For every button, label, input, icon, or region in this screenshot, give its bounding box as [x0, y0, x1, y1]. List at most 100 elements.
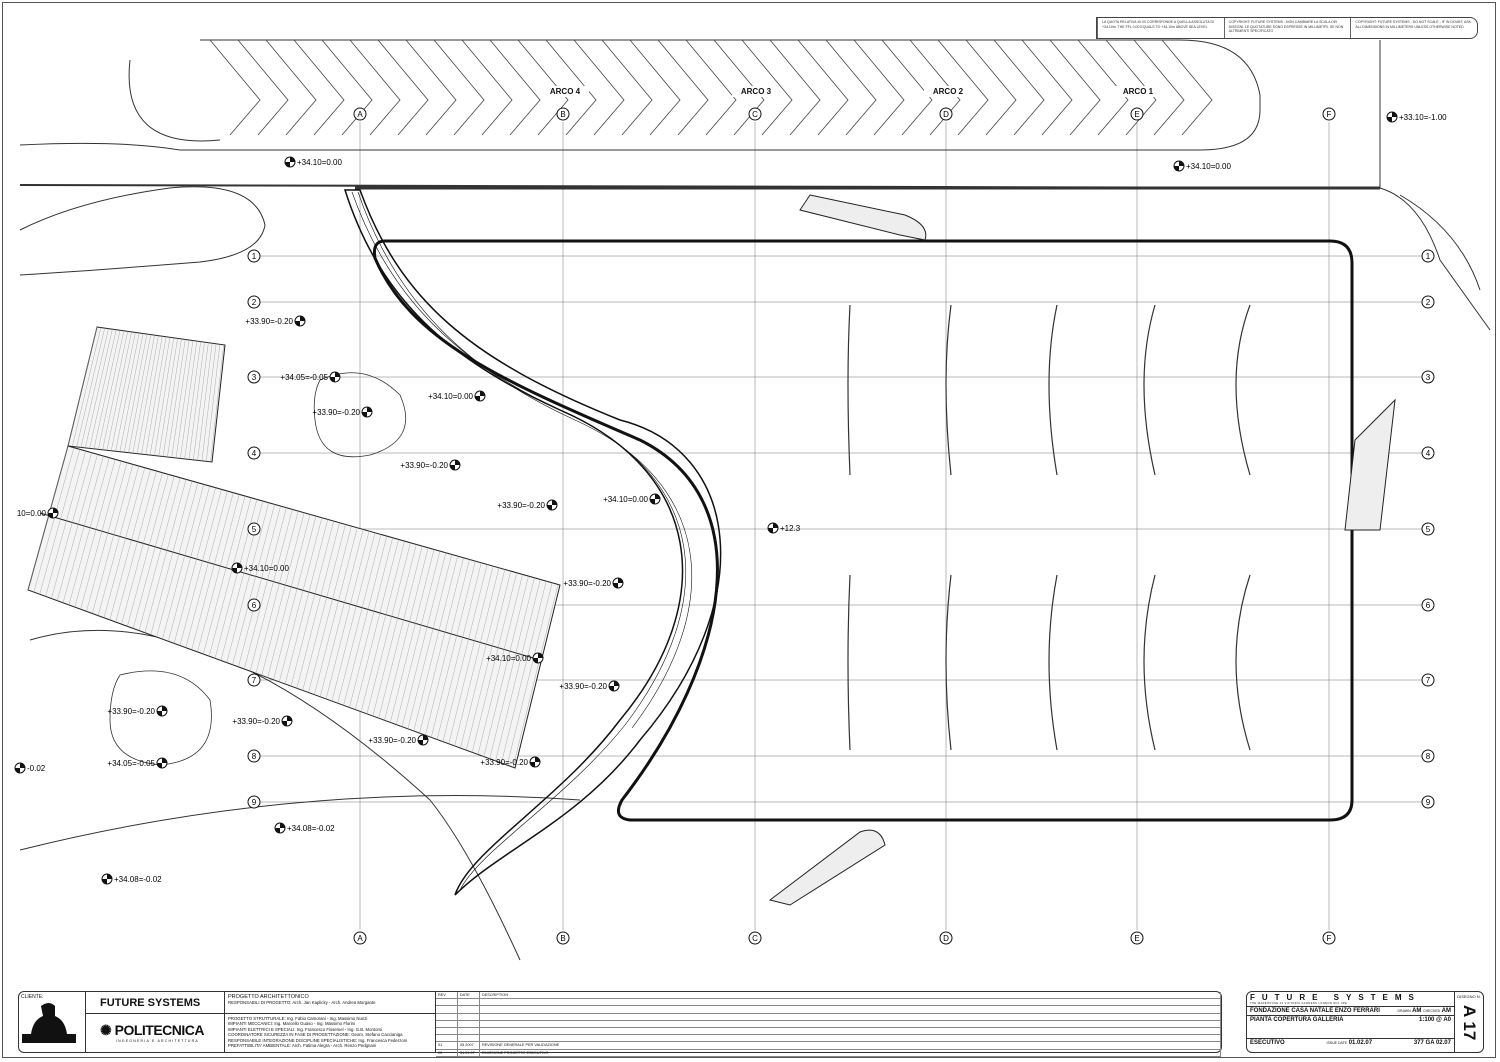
roof-rib	[1143, 304, 1156, 476]
grid-bubble-col: C	[748, 931, 762, 945]
grid-bubble-col: B	[556, 107, 570, 121]
svg-text:3: 3	[252, 373, 257, 382]
svg-text:+34.10=0.00: +34.10=0.00	[428, 392, 473, 401]
grid-bubble-row: 4	[247, 446, 261, 460]
planters	[109, 372, 407, 766]
svg-text:+33.90=-0.20: +33.90=-0.20	[497, 501, 545, 510]
svg-text:+33.90=-0.20: +33.90=-0.20	[480, 758, 528, 767]
parking-hatch	[209, 39, 1213, 136]
note-copyright-en: COPYRIGHT: FUTURE SYSTEMS - DO NOT SCALE…	[1350, 18, 1477, 38]
structural-grid	[260, 122, 1422, 930]
level-marker: +34.10=0.00	[1173, 160, 1231, 172]
svg-text:D: D	[943, 110, 949, 119]
grid-bubble-row: 1	[1421, 249, 1435, 263]
credit-line: IMPIANTI MECCANICI: Ing. Marcello Guaso …	[228, 1021, 356, 1027]
svg-text:F: F	[1327, 934, 1332, 943]
grid-bubble-row: 1	[247, 249, 261, 263]
client-logo	[22, 1003, 76, 1043]
svg-text:A: A	[357, 934, 363, 943]
level-marker: +33.90=-0.20	[563, 577, 624, 589]
level-marker: +34.10=0.00	[428, 390, 486, 402]
svg-text:F: F	[1327, 110, 1332, 119]
revision-row-empty	[436, 1013, 1221, 1021]
grid-bubble-col: E	[1130, 107, 1144, 121]
svg-text:+33.90=-0.20: +33.90=-0.20	[107, 707, 155, 716]
stairs	[768, 194, 1396, 906]
svg-text:9: 9	[1426, 798, 1431, 807]
svg-text:7: 7	[1426, 676, 1431, 685]
note-copyright-it: COPYRIGHT: FUTURE SYSTEMS - NON CAMBIARE…	[1223, 18, 1351, 38]
grid-bubble-col: C	[748, 107, 762, 121]
svg-text:+33.10=-1.00: +33.10=-1.00	[1399, 113, 1447, 122]
svg-text:B: B	[560, 110, 565, 119]
svg-text:+34.08=-0.02: +34.08=-0.02	[287, 824, 335, 833]
svg-text:+34.10=0.00: +34.10=0.00	[244, 564, 289, 573]
grid-bubble-col: E	[1130, 931, 1144, 945]
level-marker: +33.90=-0.20	[368, 734, 429, 746]
level-marker: +34.05=-0.05	[280, 371, 341, 383]
svg-text:+34.10=0.00: +34.10=0.00	[297, 158, 342, 167]
svg-text:10=0.00: 10=0.00	[17, 509, 47, 518]
svg-text:+34.10=0.00: +34.10=0.00	[486, 654, 531, 663]
grid-bubble-col: F	[1322, 107, 1336, 121]
gallery-roof	[343, 189, 1354, 896]
grid-bubble-row: 9	[1421, 795, 1435, 809]
roof-rib	[945, 574, 952, 751]
level-marker: +33.90=-0.20	[245, 315, 306, 327]
svg-text:1: 1	[252, 252, 257, 261]
grid-bubble-row: 6	[247, 598, 261, 612]
svg-text:+34.10=0.00: +34.10=0.00	[603, 495, 648, 504]
grid-bubble-col: B	[556, 931, 570, 945]
grid-bubble-row: 8	[247, 749, 261, 763]
svg-text:C: C	[752, 934, 758, 943]
grid-bubble-row: 9	[247, 795, 261, 809]
revision-row-empty	[436, 1006, 1221, 1014]
grid-bubble-col: F	[1322, 931, 1336, 945]
svg-text:2: 2	[1426, 298, 1431, 307]
level-marker: +33.90=-0.20	[107, 705, 168, 717]
svg-text:+34.05=-0.05: +34.05=-0.05	[107, 759, 155, 768]
grid-bubble-col: A	[353, 931, 367, 945]
svg-text:+33.90=-0.20: +33.90=-0.20	[312, 408, 360, 417]
level-marker: +34.10=0.00	[231, 562, 289, 574]
svg-text:A: A	[357, 110, 363, 119]
project-name: FONDAZIONE CASA NATALE ENZO FERRARI	[1250, 1008, 1380, 1014]
svg-text:+33.90=-0.20: +33.90=-0.20	[563, 579, 611, 588]
svg-text:C: C	[752, 110, 758, 119]
svg-text:1: 1	[1426, 252, 1431, 261]
svg-text:4: 4	[1426, 449, 1431, 458]
svg-text:+12.3: +12.3	[780, 524, 801, 533]
svg-text:5: 5	[252, 525, 257, 534]
svg-text:6: 6	[252, 601, 257, 610]
svg-text:+33.90=-0.20: +33.90=-0.20	[400, 461, 448, 470]
svg-text:8: 8	[252, 752, 257, 761]
grid-bubble-row: 8	[1421, 749, 1435, 763]
svg-text:E: E	[1134, 934, 1139, 943]
drawing-title: PIANTA COPERTURA GALLERIA	[1250, 1017, 1344, 1023]
roof-rib	[1048, 574, 1058, 751]
architect-name: FUTURE SYSTEMS	[86, 992, 224, 1014]
grid-bubble-col: A	[353, 107, 367, 121]
grid-bubble-row: 6	[1421, 598, 1435, 612]
svg-text:3: 3	[1426, 373, 1431, 382]
level-marker: +34.10=0.00	[284, 156, 342, 168]
svg-text:7: 7	[252, 676, 257, 685]
grid-bubble-row: 7	[247, 673, 261, 687]
level-marker: +12.3	[767, 522, 801, 534]
revision-row-empty	[436, 1035, 1221, 1043]
svg-text:D: D	[943, 934, 949, 943]
svg-text:2: 2	[252, 298, 257, 307]
svg-text:9: 9	[252, 798, 257, 807]
level-marker: +34.10=0.00	[486, 652, 544, 664]
level-marker: +34.08=-0.02	[274, 822, 335, 834]
svg-text:+34.05=-0.05: +34.05=-0.05	[280, 373, 328, 382]
